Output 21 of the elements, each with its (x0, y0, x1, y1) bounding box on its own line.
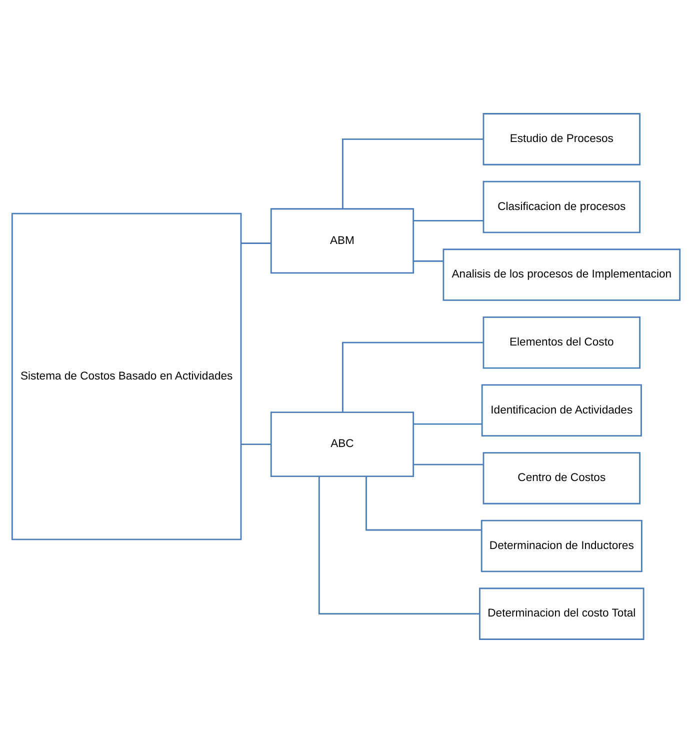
node-box: Analisis de los procesos de Implementacion (442, 248, 681, 301)
connector (366, 476, 482, 531)
node-box: Clasificacion de procesos (482, 180, 641, 234)
connector (413, 260, 444, 262)
node-box: Estudio de Procesos (482, 113, 641, 166)
node-box: Identificacion de Actividades (481, 384, 642, 437)
node-box: Determinacion del costo Total (479, 588, 644, 640)
connector (241, 444, 271, 445)
connector (318, 476, 480, 615)
node-box: ABM (270, 208, 414, 274)
node-box: Centro de Costos (482, 452, 641, 504)
node-box: Sistema de Costos Basado en Actividades (11, 212, 242, 540)
node-box: Elementos del Costo (482, 316, 641, 369)
connector (413, 423, 482, 425)
connector (413, 464, 484, 466)
connector (413, 220, 484, 222)
connector (342, 342, 484, 412)
connector (241, 242, 271, 244)
connector (342, 138, 484, 209)
node-box: Determinacion de Inductores (480, 520, 642, 572)
node-box: ABC (270, 412, 414, 478)
